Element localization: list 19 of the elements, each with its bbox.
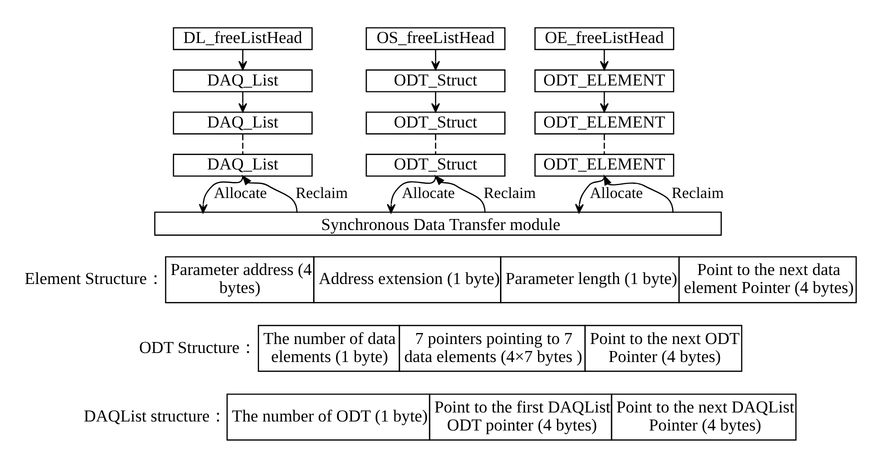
edge-label: Allocate: [402, 185, 455, 202]
label: Element Structure：: [24, 269, 164, 288]
label: Point to the next DAQList Pointer (4 bytes): [616, 397, 794, 435]
label: The number of data elements (1 byte): [263, 328, 396, 366]
label: Point to the next data element Pointer (4 bytes): [684, 260, 854, 298]
label: Parameter address (4 bytes): [170, 260, 312, 298]
label: ODT Structure：: [139, 338, 256, 357]
label: Parameter length (1 byte): [505, 269, 678, 288]
label: The number of ODT (1 byte): [232, 406, 428, 426]
edge-label: Allocate: [590, 185, 643, 202]
label: DAQList structure：: [84, 406, 227, 426]
edge-label: Reclaim: [484, 185, 536, 202]
label: Address extension (1 byte): [318, 269, 500, 288]
label: 7 pointers pointing to 7 data elements (4×7 bytes ): [404, 328, 582, 366]
edge-label: Allocate: [214, 185, 267, 202]
edge-label: Reclaim: [296, 185, 348, 202]
label: Point to the first DAQList ODT pointer (4 bytes): [434, 397, 610, 435]
label: Point to the next ODT Pointer (4 bytes): [590, 328, 740, 366]
edge-label: Reclaim: [672, 185, 724, 202]
